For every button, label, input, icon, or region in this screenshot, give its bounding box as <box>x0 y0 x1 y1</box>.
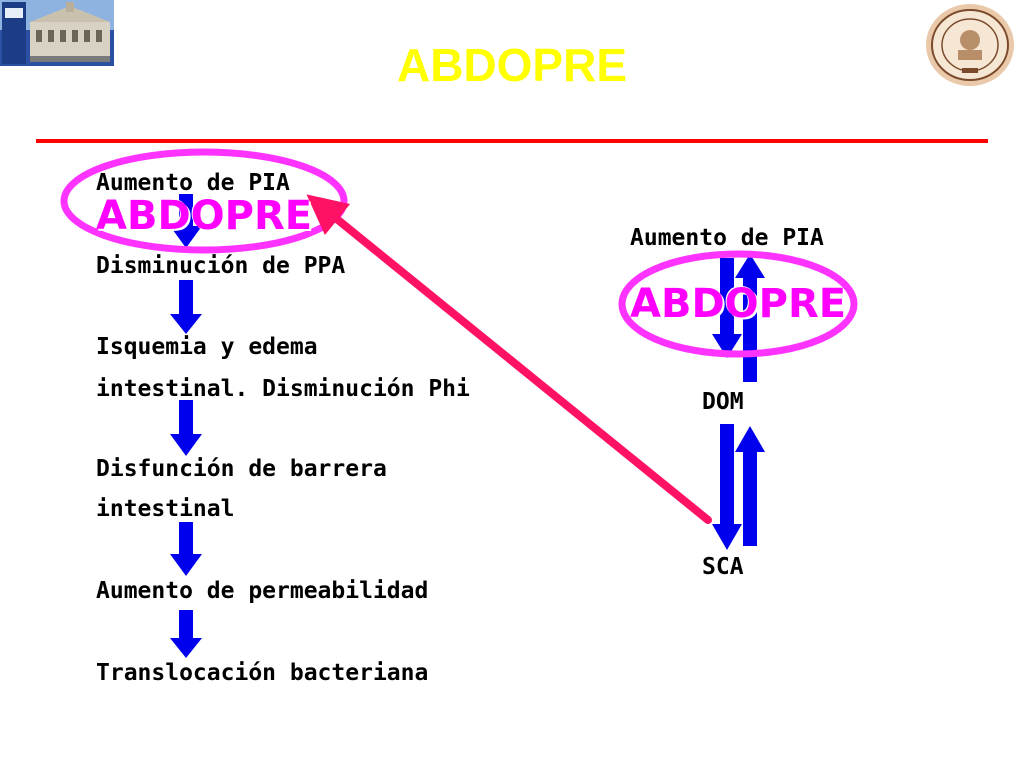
medical-faculty-seal <box>924 2 1016 88</box>
left-flow-arrow-2 <box>170 280 202 334</box>
university-logo <box>0 0 114 66</box>
feedback-arrow <box>306 194 712 524</box>
title-divider <box>36 139 988 143</box>
left-step-5: Disfunción de barrera <box>96 456 387 482</box>
left-flow-arrow-5 <box>170 610 202 658</box>
right-highlight-ellipse <box>618 250 858 358</box>
right-middle-label: DOM <box>702 389 744 415</box>
left-step-8: Translocación bacteriana <box>96 660 429 686</box>
left-step-2: Disminución de PPA <box>96 253 346 279</box>
left-step-7: Aumento de permeabilidad <box>96 578 429 604</box>
left-step-3: Isquemia y edema <box>96 334 318 360</box>
left-flow-arrow-4 <box>170 522 202 576</box>
right-down-arrow-bottom <box>712 424 742 550</box>
right-top-label: Aumento de PIA <box>630 225 824 251</box>
right-bottom-label: SCA <box>702 554 744 580</box>
right-overlay-label: ABDOPRE <box>630 281 847 327</box>
slide-title: ABDOPRE <box>396 39 628 91</box>
right-down-arrow-top <box>712 258 742 358</box>
left-overlay-label: ABDOPRE <box>96 193 313 239</box>
left-step-6: intestinal <box>96 496 235 522</box>
university-building-icon <box>0 0 114 66</box>
left-step-4: intestinal. Disminución Phi <box>96 376 470 402</box>
left-flow-arrow-1 <box>170 194 202 248</box>
left-flow-arrow-3 <box>170 400 202 456</box>
seal-icon <box>926 4 1014 86</box>
left-step-1: Aumento de PIA <box>96 170 290 196</box>
right-up-arrow-bottom <box>735 426 765 546</box>
